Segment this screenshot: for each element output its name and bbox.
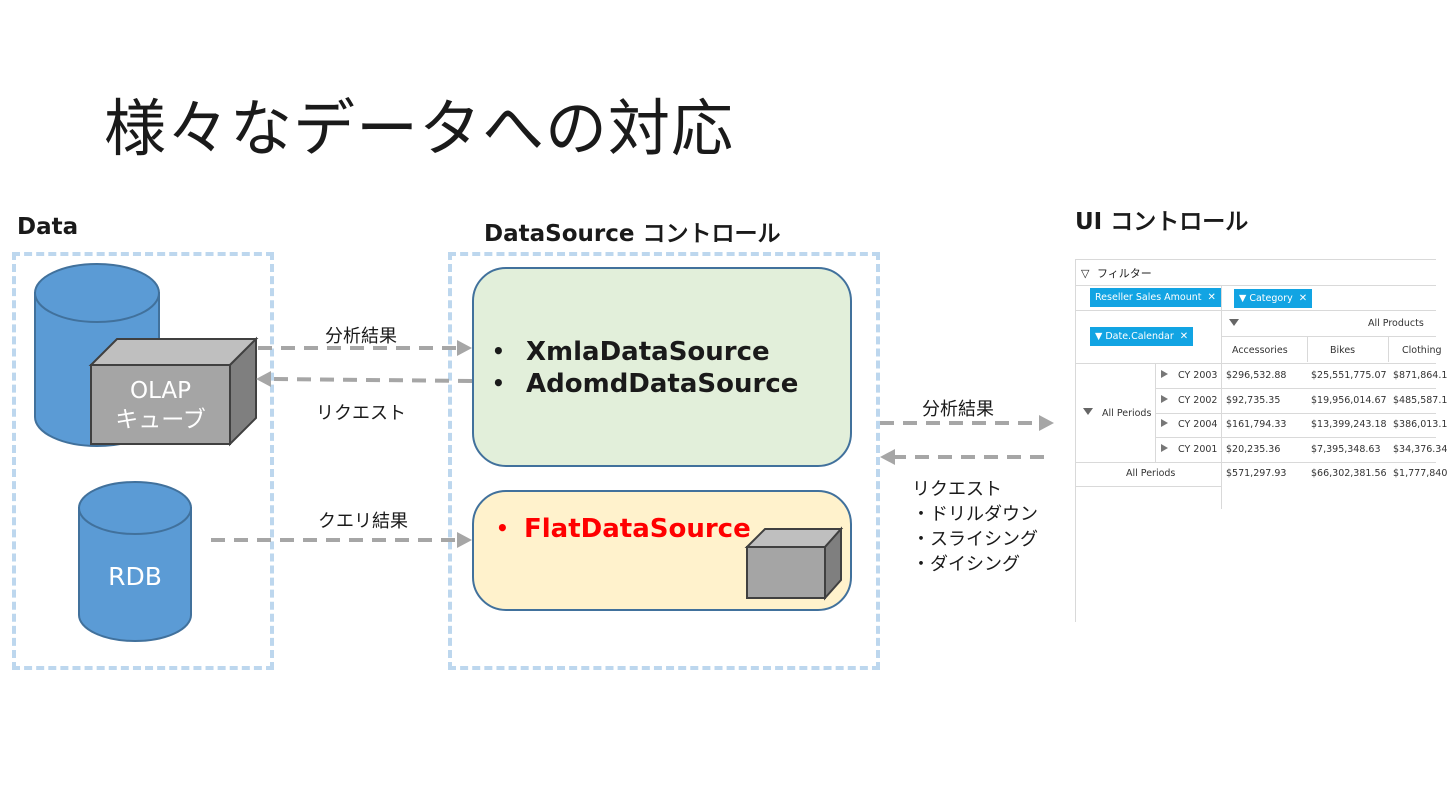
expand-icon bbox=[1161, 370, 1168, 378]
datasource-frame bbox=[448, 252, 880, 670]
olap-datasource-box: •XmlaDataSource •AdomdDataSource bbox=[472, 267, 852, 467]
all-periods-group[interactable]: All Periods bbox=[1083, 408, 1151, 419]
request-list: リクエスト ・ドリルダウン ・スライシング ・ダイシング bbox=[912, 477, 1038, 577]
pivot-grid: ▽ フィルター Reseller Sales Amount✕ ▼ Categor… bbox=[1075, 259, 1447, 622]
data-cell: $25,551,775.07 bbox=[1311, 370, 1387, 381]
filter-icon: ▽ bbox=[1081, 267, 1090, 280]
arrowhead-2 bbox=[256, 371, 271, 387]
row-chip[interactable]: ▼ Date.Calendar✕ bbox=[1090, 327, 1194, 346]
arrowhead-4 bbox=[1039, 415, 1054, 431]
analysis-result-label-2: 分析結果 bbox=[922, 399, 994, 420]
data-cell: $386,013.1 bbox=[1393, 419, 1447, 430]
query-result-label: クエリ結果 bbox=[318, 511, 408, 532]
all-products-header: All Products bbox=[1368, 318, 1424, 329]
request-label-2: リクエスト bbox=[912, 479, 1002, 500]
arrowhead-1 bbox=[457, 340, 472, 356]
data-cell: $19,956,014.67 bbox=[1311, 395, 1387, 406]
row-header-year[interactable]: CY 2003 bbox=[1161, 370, 1217, 381]
row-header-year[interactable]: CY 2004 bbox=[1161, 419, 1217, 430]
dicing-label: ・ダイシング bbox=[912, 554, 1020, 575]
column-header[interactable]: Accessories bbox=[1232, 345, 1288, 356]
request-connector-1 bbox=[271, 377, 473, 383]
remove-column-icon[interactable]: ✕ bbox=[1298, 293, 1308, 304]
row-header-year[interactable]: CY 2002 bbox=[1161, 395, 1217, 406]
data-cell: $20,235.36 bbox=[1226, 444, 1281, 455]
filter-header[interactable]: ▽ フィルター bbox=[1081, 267, 1152, 280]
slicing-label: ・スライシング bbox=[912, 529, 1038, 550]
row-header-year[interactable]: CY 2001 bbox=[1161, 444, 1217, 455]
xmla-datasource-item: •XmlaDataSource bbox=[492, 337, 770, 367]
chip-filter-icon: ▼ bbox=[1095, 331, 1103, 342]
olap-cube-label: OLAP キューブ bbox=[115, 378, 206, 433]
total-cell: $1,777,840 bbox=[1393, 468, 1447, 479]
data-section-label: Data bbox=[17, 214, 79, 240]
data-cell: $485,587.1 bbox=[1393, 395, 1447, 406]
expand-icon bbox=[1161, 419, 1168, 427]
column-chip[interactable]: ▼ Category✕ bbox=[1234, 289, 1313, 308]
drilldown-label: ・ドリルダウン bbox=[912, 504, 1038, 525]
flat-datasource-item: •FlatDataSource bbox=[496, 514, 751, 544]
ui-section-label: UI コントロール bbox=[1075, 209, 1249, 235]
arrowhead-5 bbox=[880, 449, 895, 465]
datasource-section-label: DataSource コントロール bbox=[484, 221, 781, 247]
remove-row-icon[interactable]: ✕ bbox=[1179, 331, 1189, 342]
data-cell: $296,532.88 bbox=[1226, 370, 1287, 381]
data-cell: $161,794.33 bbox=[1226, 419, 1287, 430]
measure-chip[interactable]: Reseller Sales Amount✕ bbox=[1090, 288, 1221, 307]
analysis-result-label-1: 分析結果 bbox=[325, 326, 397, 347]
rdb-label: RDB bbox=[108, 562, 162, 591]
total-cell: $571,297.93 bbox=[1226, 468, 1287, 479]
page-title: 様々なデータへの対応 bbox=[104, 92, 735, 165]
remove-measure-icon[interactable]: ✕ bbox=[1207, 292, 1216, 303]
column-header[interactable]: Bikes bbox=[1330, 345, 1356, 356]
flat-cube-icon bbox=[744, 526, 844, 601]
olap-cube bbox=[88, 336, 259, 447]
flat-datasource-box: •FlatDataSource bbox=[472, 490, 852, 611]
expand-icon bbox=[1161, 444, 1168, 452]
chip-filter-icon: ▼ bbox=[1239, 293, 1247, 304]
arrowhead-3 bbox=[457, 532, 472, 548]
collapse-periods-icon bbox=[1083, 408, 1093, 415]
total-cell: $66,302,381.56 bbox=[1311, 468, 1387, 479]
data-frame bbox=[12, 252, 274, 670]
data-cell: $7,395,348.63 bbox=[1311, 444, 1381, 455]
data-cell: $92,735.35 bbox=[1226, 395, 1281, 406]
data-cell: $13,399,243.18 bbox=[1311, 419, 1387, 430]
request-label-1: リクエスト bbox=[316, 403, 406, 424]
total-row-header[interactable]: All Periods bbox=[1126, 468, 1176, 479]
collapse-products-icon[interactable] bbox=[1229, 318, 1239, 329]
expand-icon bbox=[1161, 395, 1168, 403]
data-cell: $34,376.34 bbox=[1393, 444, 1447, 455]
adomd-datasource-item: •AdomdDataSource bbox=[492, 369, 799, 399]
data-cell: $871,864.1 bbox=[1393, 370, 1447, 381]
rdb-cylinder bbox=[78, 481, 192, 642]
column-header[interactable]: Clothing bbox=[1402, 345, 1442, 356]
